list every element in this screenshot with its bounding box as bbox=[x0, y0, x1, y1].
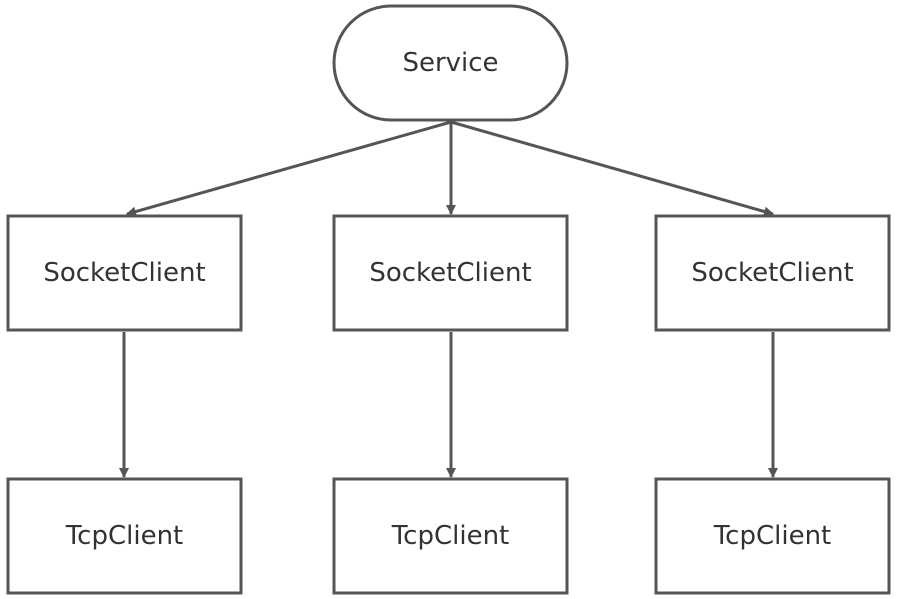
tcp-client-node-2 bbox=[332, 477, 569, 595]
edge-service-to-socket-client-3 bbox=[450, 120, 774, 217]
socket-client-node-1 bbox=[6, 214, 243, 332]
tcp-client-node-3 bbox=[654, 477, 891, 595]
socket-client-node-3 bbox=[654, 214, 891, 332]
socket-client-node-2 bbox=[332, 214, 569, 332]
service-node bbox=[332, 4, 569, 122]
tcp-client-node-1 bbox=[6, 477, 243, 595]
edge-service-to-socket-client-1 bbox=[126, 120, 452, 217]
